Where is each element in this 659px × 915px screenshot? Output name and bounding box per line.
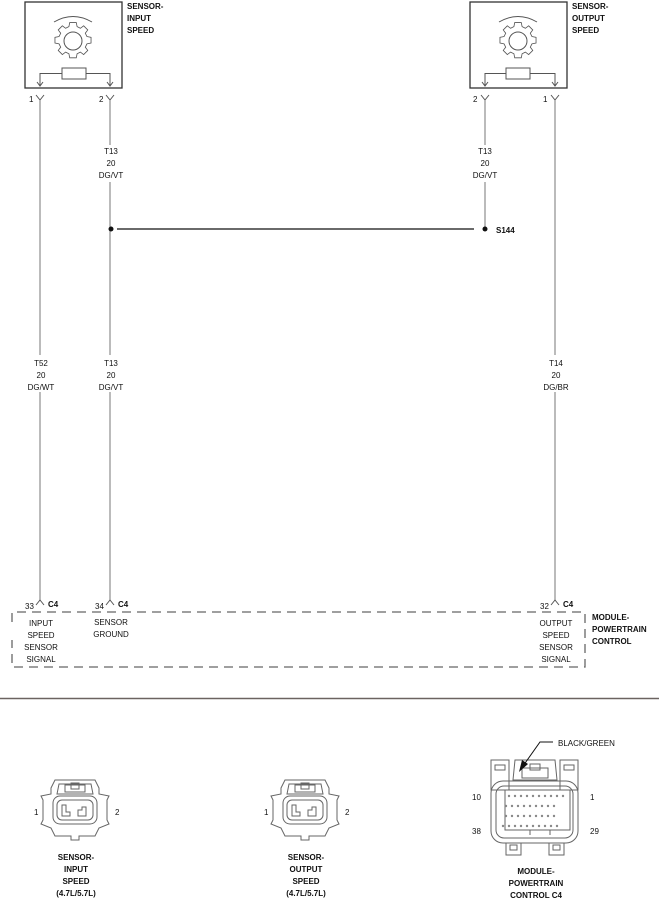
pcm-pin-number: 32 (540, 602, 549, 611)
splice-node (482, 226, 488, 232)
input-sensor-label-3: SPEED (127, 26, 154, 35)
connector-label: (4.7L/5.7L) (286, 889, 326, 898)
connector-label: POWERTRAIN (509, 879, 564, 888)
callout-leader (522, 741, 553, 767)
wire-circuit: T13 (478, 147, 492, 156)
wire-color: DG/WT (28, 383, 55, 392)
connector-pin-2: 2 (345, 808, 350, 817)
wire-gauge: 20 (37, 371, 46, 380)
connector-color-callout: BLACK/GREEN (558, 739, 615, 748)
wire-color: DG/VT (99, 171, 124, 180)
connector-label: SPEED (62, 877, 89, 886)
output-sensor-pin-2: 2 (473, 95, 478, 104)
pcm-c4-connector-face (490, 759, 579, 856)
connector-pin-1: 1 (34, 808, 39, 817)
input-sensor-label-2: INPUT (127, 14, 151, 23)
input-sensor-connector-face (40, 779, 110, 841)
pcm-c4-pin-cavities (501, 794, 565, 828)
wire-circuit: T13 (104, 147, 118, 156)
output-sensor-label-3: SPEED (572, 26, 599, 35)
wire-circuit: T14 (549, 359, 563, 368)
output-sensor-pin-1: 1 (543, 95, 548, 104)
wire-color: DG/VT (473, 171, 498, 180)
connector-pin-2: 2 (115, 808, 120, 817)
pcm-pin-function: SENSOR (539, 643, 573, 652)
pcm-connector-id: C4 (48, 600, 59, 609)
connector-label: CONTROL C4 (510, 891, 562, 900)
connector-pin-1: 1 (264, 808, 269, 817)
connector-label: INPUT (64, 865, 88, 874)
pcm-connector-id: C4 (118, 600, 129, 609)
output-speed-sensor (469, 1, 568, 89)
pcm-pin-function: INPUT (29, 619, 53, 628)
connector-label: (4.7L/5.7L) (56, 889, 96, 898)
wire-color: DG/VT (99, 383, 124, 392)
pcm-c4-pin-38: 38 (472, 827, 481, 836)
pcm-pin-number: 33 (25, 602, 34, 611)
wire-gauge: 20 (107, 159, 116, 168)
connector-label: SPEED (292, 877, 319, 886)
output-sensor-label-1: SENSOR- (572, 2, 609, 11)
wire-gauge: 20 (481, 159, 490, 168)
wires (39, 100, 556, 600)
gear-icon (498, 16, 538, 59)
wire-circuit: T13 (104, 359, 118, 368)
pcm-pin-function: OUTPUT (540, 619, 573, 628)
pcm-pin-function: SIGNAL (26, 655, 56, 664)
pcm-label-3: CONTROL (592, 637, 632, 646)
splice-node (108, 226, 114, 232)
splice-label: S144 (496, 226, 515, 235)
pcm-pin-function: GROUND (93, 630, 129, 639)
connector-label: SENSOR- (288, 853, 325, 862)
gear-icon (53, 16, 93, 59)
wire-color: DG/BR (543, 383, 569, 392)
pcm-pin-function: SPEED (27, 631, 54, 640)
pcm-pin-function: SPEED (542, 631, 569, 640)
connector-label: MODULE- (517, 867, 555, 876)
wire-gauge: 20 (107, 371, 116, 380)
input-sensor-pin-2: 2 (99, 95, 104, 104)
connector-label: OUTPUT (290, 865, 323, 874)
pcm-c4-pin-29: 29 (590, 827, 599, 836)
callout-arrow-icon (519, 760, 528, 772)
wire-gauge: 20 (552, 371, 561, 380)
connector-label: SENSOR- (58, 853, 95, 862)
pcm-pin-function: SIGNAL (541, 655, 571, 664)
pcm-pin-function: SENSOR (94, 618, 128, 627)
input-sensor-pin-1: 1 (29, 95, 34, 104)
pcm-c4-pin-1: 1 (590, 793, 595, 802)
wire-circuit: T52 (34, 359, 48, 368)
output-sensor-label-2: OUTPUT (572, 14, 605, 23)
output-sensor-connector-face (270, 779, 340, 841)
pcm-pin-number: 34 (95, 602, 104, 611)
pcm-module-box (11, 611, 586, 668)
input-speed-sensor (24, 1, 123, 89)
pcm-c4-pin-10: 10 (472, 793, 481, 802)
input-sensor-label-1: SENSOR- (127, 2, 164, 11)
pcm-pin-function: SENSOR (24, 643, 58, 652)
pcm-label-2: POWERTRAIN (592, 625, 647, 634)
pcm-label-1: MODULE- (592, 613, 630, 622)
pcm-connector-id: C4 (563, 600, 574, 609)
